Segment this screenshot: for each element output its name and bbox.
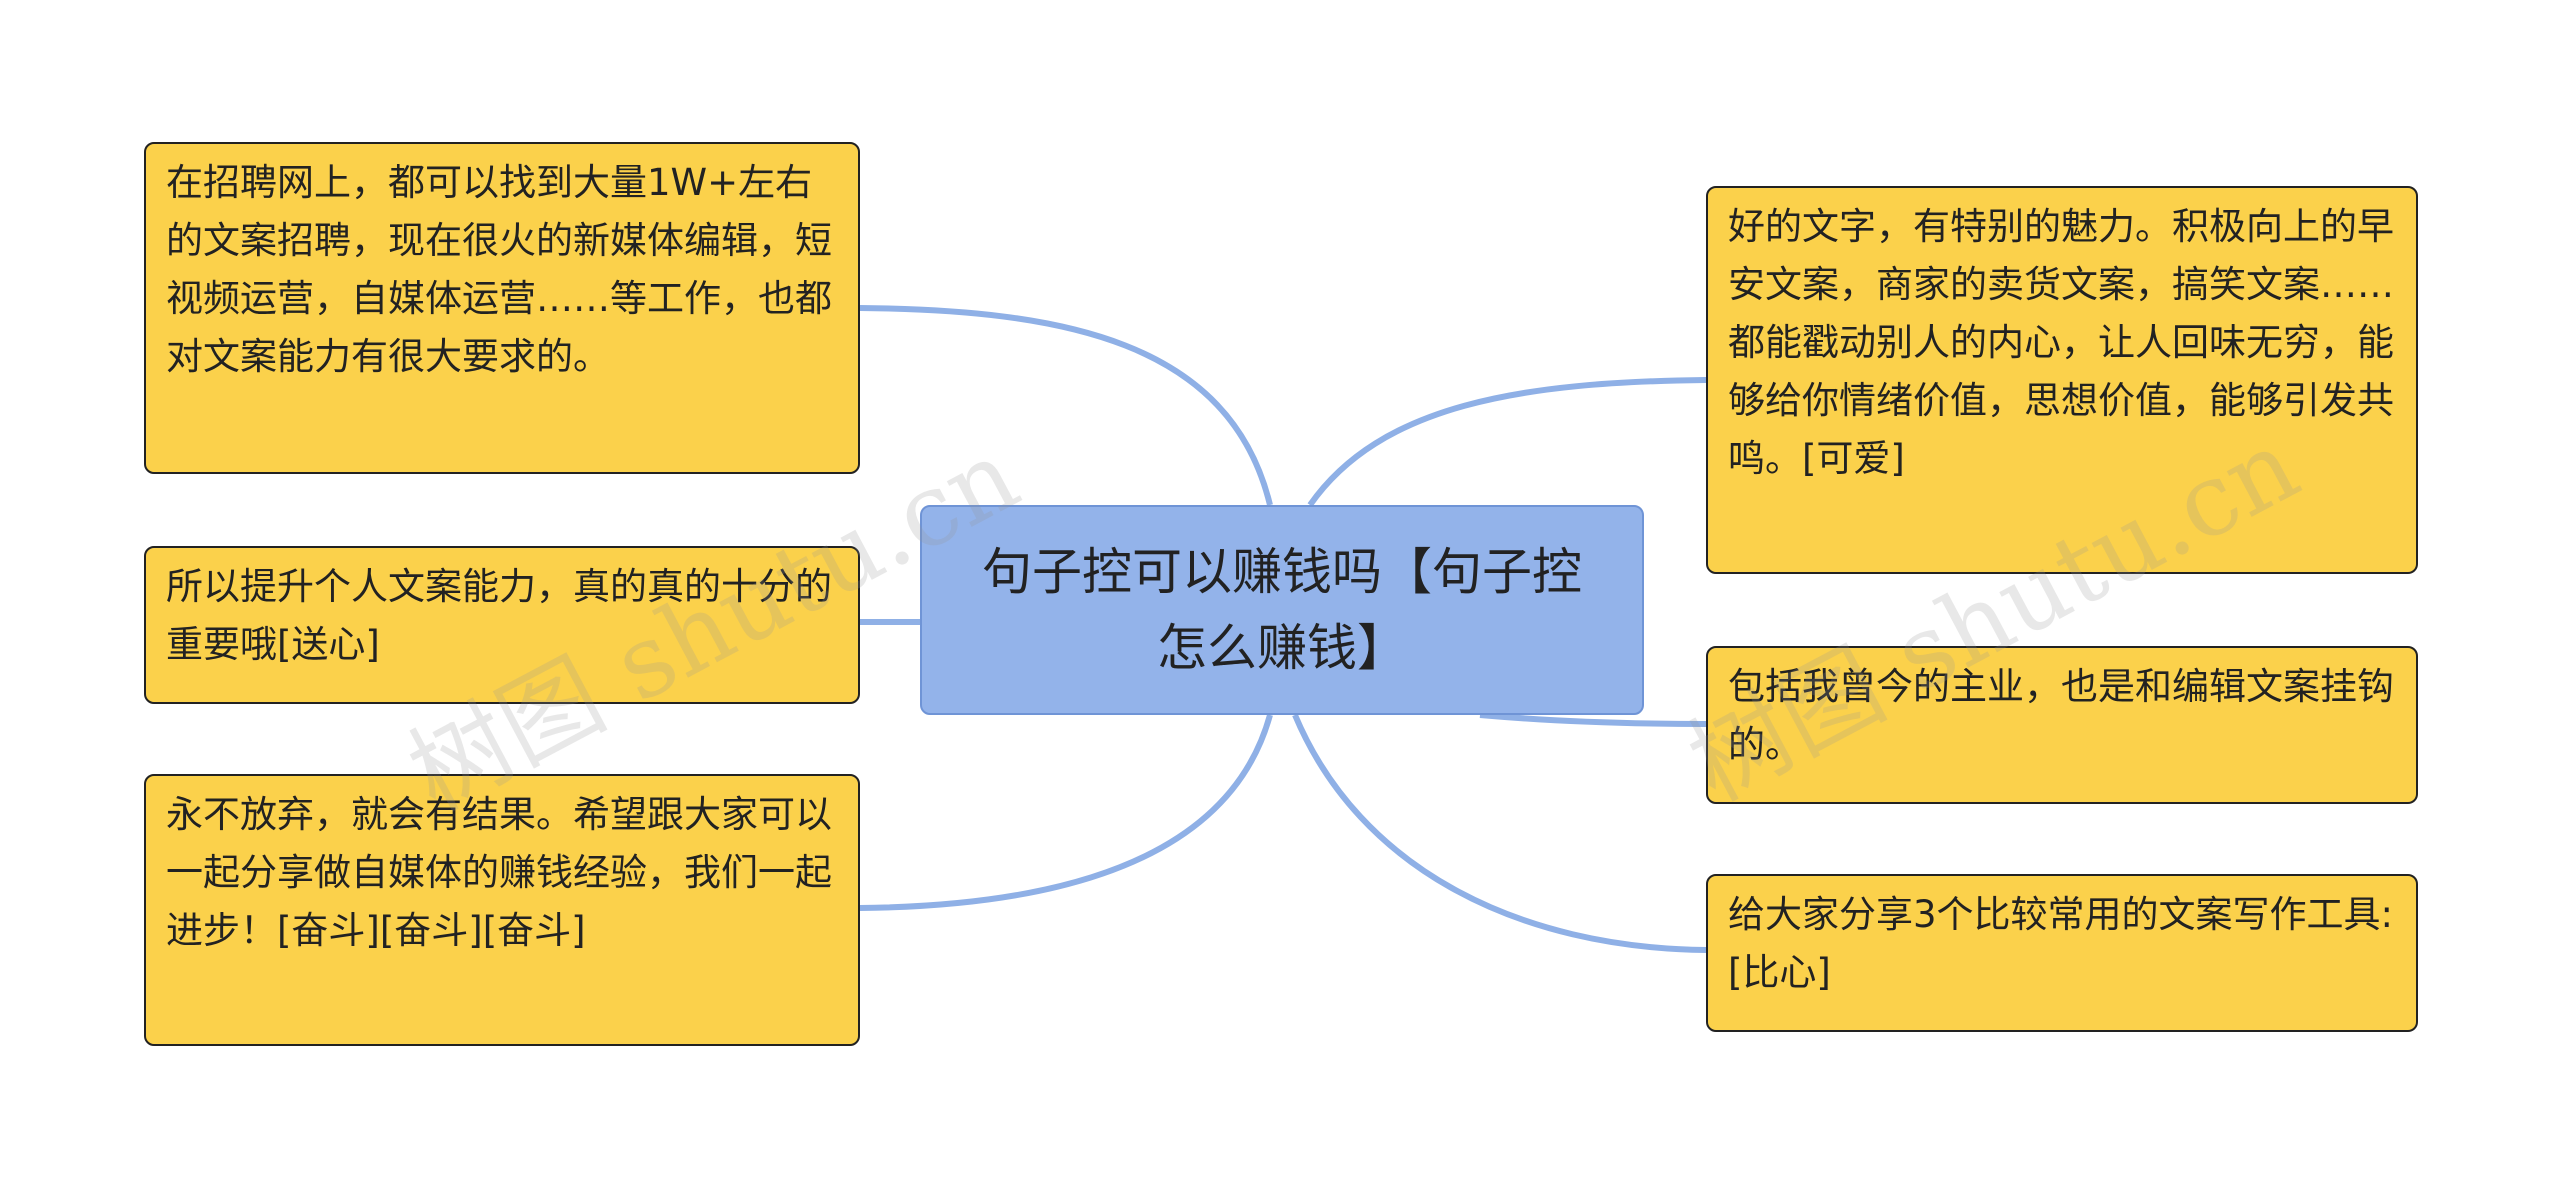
left-node-2-text: 所以提升个人文案能力，真的真的十分的重要哦[送心] — [166, 565, 832, 666]
left-node-3-text: 永不放弃，就会有结果。希望跟大家可以一起分享做自媒体的赚钱经验，我们一起进步！[… — [166, 793, 832, 952]
right-node-3[interactable]: 给大家分享3个比较常用的文案写作工具:[比心] — [1706, 874, 2418, 1032]
central-topic-text: 句子控可以赚钱吗【句子控怎么赚钱】 — [982, 543, 1582, 677]
central-topic[interactable]: 句子控可以赚钱吗【句子控怎么赚钱】 — [920, 505, 1644, 715]
left-node-1[interactable]: 在招聘网上，都可以找到大量1W+左右的文案招聘，现在很火的新媒体编辑，短视频运营… — [144, 142, 860, 474]
right-node-1[interactable]: 好的文字，有特别的魅力。积极向上的早安文案，商家的卖货文案，搞笑文案……都能戳动… — [1706, 186, 2418, 574]
connector-right-3 — [1292, 713, 1707, 953]
right-node-3-text: 给大家分享3个比较常用的文案写作工具:[比心] — [1728, 893, 2394, 994]
right-node-2-text: 包括我曾今的主业，也是和编辑文案挂钩的。 — [1728, 665, 2394, 766]
left-node-3[interactable]: 永不放弃，就会有结果。希望跟大家可以一起分享做自媒体的赚钱经验，我们一起进步！[… — [144, 774, 860, 1046]
connector-left-3 — [859, 714, 1273, 911]
left-node-2[interactable]: 所以提升个人文案能力，真的真的十分的重要哦[送心] — [144, 546, 860, 704]
right-node-1-text: 好的文字，有特别的魅力。积极向上的早安文案，商家的卖货文案，搞笑文案……都能戳动… — [1728, 205, 2394, 480]
connector-right-1 — [1307, 377, 1707, 507]
connector-right-2 — [1479, 712, 1707, 727]
connector-left-1 — [859, 305, 1273, 506]
right-node-2[interactable]: 包括我曾今的主业，也是和编辑文案挂钩的。 — [1706, 646, 2418, 804]
left-node-1-text: 在招聘网上，都可以找到大量1W+左右的文案招聘，现在很火的新媒体编辑，短视频运营… — [166, 161, 832, 378]
